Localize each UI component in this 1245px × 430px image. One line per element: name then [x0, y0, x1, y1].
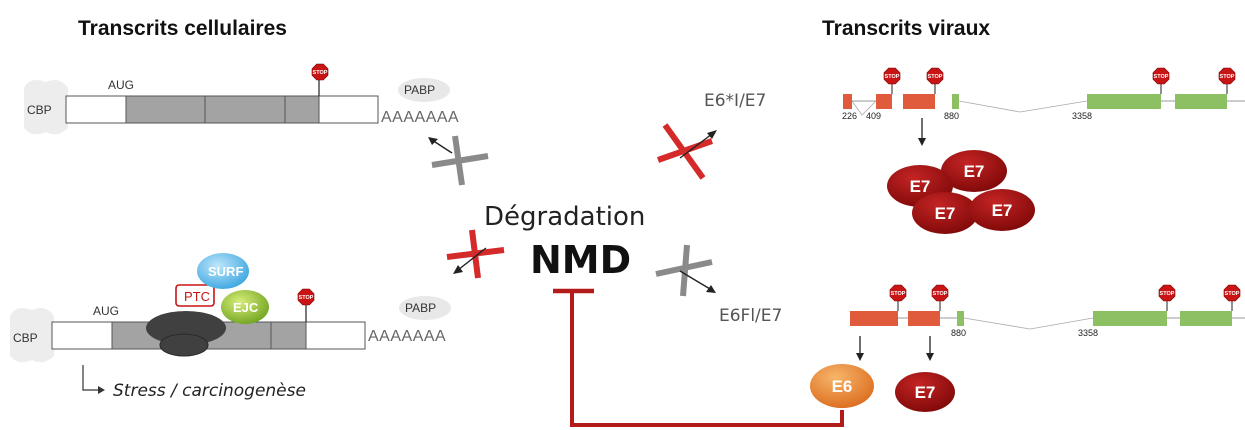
site-226: 226 — [842, 111, 857, 121]
e6-protein — [810, 364, 874, 408]
surf-complex — [197, 253, 249, 289]
aug-label: AUG — [108, 78, 134, 92]
pabp-bubble-2 — [399, 296, 451, 320]
stop-text-v2c: STOP — [1160, 291, 1175, 297]
viral-transcript-e6star: 226 409 880 3358 STOP STOP STOP STOP — [842, 67, 1245, 146]
gray-cross-lower-right — [655, 244, 716, 297]
stop-text-v1d: STOP — [1220, 74, 1235, 80]
stress-arrow — [82, 365, 98, 391]
red-cross-lower-left — [446, 229, 505, 279]
e7-protein-cluster: E7 E7 E7 E7 — [887, 150, 1035, 234]
stop-text-v1c: STOP — [1154, 74, 1169, 80]
ptc-box — [175, 284, 215, 307]
pabp-label-2: PABP — [405, 301, 436, 315]
ejc-label: EJC — [233, 300, 259, 315]
e6-inhibits-nmd — [553, 288, 844, 427]
nmd-label: NMD — [530, 238, 631, 282]
polya-tail: AAAAAAA — [381, 109, 459, 126]
site-3358: 3358 — [1072, 111, 1092, 121]
stop-text-2: STOP — [299, 295, 314, 301]
e6fl-label: E6Fl/E7 — [719, 306, 782, 326]
cbp-cap — [24, 80, 68, 135]
ribosome-large-subunit — [146, 311, 226, 345]
degradation-label: Dégradation — [484, 202, 645, 232]
red-cross-upper-right — [657, 123, 717, 180]
stop-text-v1b: STOP — [928, 74, 943, 80]
stop-text-v2a: STOP — [891, 291, 906, 297]
cbp-label: CBP — [27, 103, 52, 117]
right-title: Transcrits viraux — [822, 17, 990, 40]
e7-protein-2: E7 — [910, 177, 931, 196]
ribosome-small-subunit — [159, 333, 209, 357]
aug-label-2: AUG — [93, 304, 119, 318]
pabp-label: PABP — [404, 83, 435, 97]
cbp-label-2: CBP — [13, 331, 38, 345]
e7-protein-free-label: E7 — [915, 383, 936, 402]
ptc-cellular-transcript: CBP AUG STOP PABP AAAAAAA PTC SURF EJC S… — [10, 253, 451, 401]
e7-protein-free — [895, 372, 955, 412]
e7-protein-4: E7 — [992, 201, 1013, 220]
stop-text-v2d: STOP — [1225, 291, 1240, 297]
pabp-bubble — [398, 78, 450, 102]
surf-label: SURF — [208, 264, 243, 279]
site-880-2: 880 — [951, 328, 966, 338]
viral-transcript-e6fl: 880 3358 STOP STOP STOP STOP — [850, 284, 1245, 361]
stop-text: STOP — [313, 70, 328, 76]
gray-cross-upper-left — [428, 135, 489, 186]
left-title: Transcrits cellulaires — [78, 17, 287, 40]
e7-protein-1: E7 — [964, 162, 985, 181]
site-409: 409 — [866, 111, 881, 121]
normal-cellular-transcript: CBP AUG STOP PABP AAAAAAA — [24, 63, 459, 135]
ejc-complex — [221, 290, 269, 324]
e6-protein-label: E6 — [832, 377, 853, 396]
ptc-label: PTC — [184, 289, 210, 304]
e6-star-label: E6*I/E7 — [704, 91, 766, 111]
stress-note: Stress / carcinogenèse — [113, 381, 306, 401]
stop-text-v1a: STOP — [885, 74, 900, 80]
cbp-cap-2 — [10, 308, 54, 363]
stop-text-v2b: STOP — [933, 291, 948, 297]
polya-tail-2: AAAAAAA — [368, 328, 446, 345]
site-880: 880 — [944, 111, 959, 121]
e7-protein-3: E7 — [935, 204, 956, 223]
site-3358-2: 3358 — [1078, 328, 1098, 338]
